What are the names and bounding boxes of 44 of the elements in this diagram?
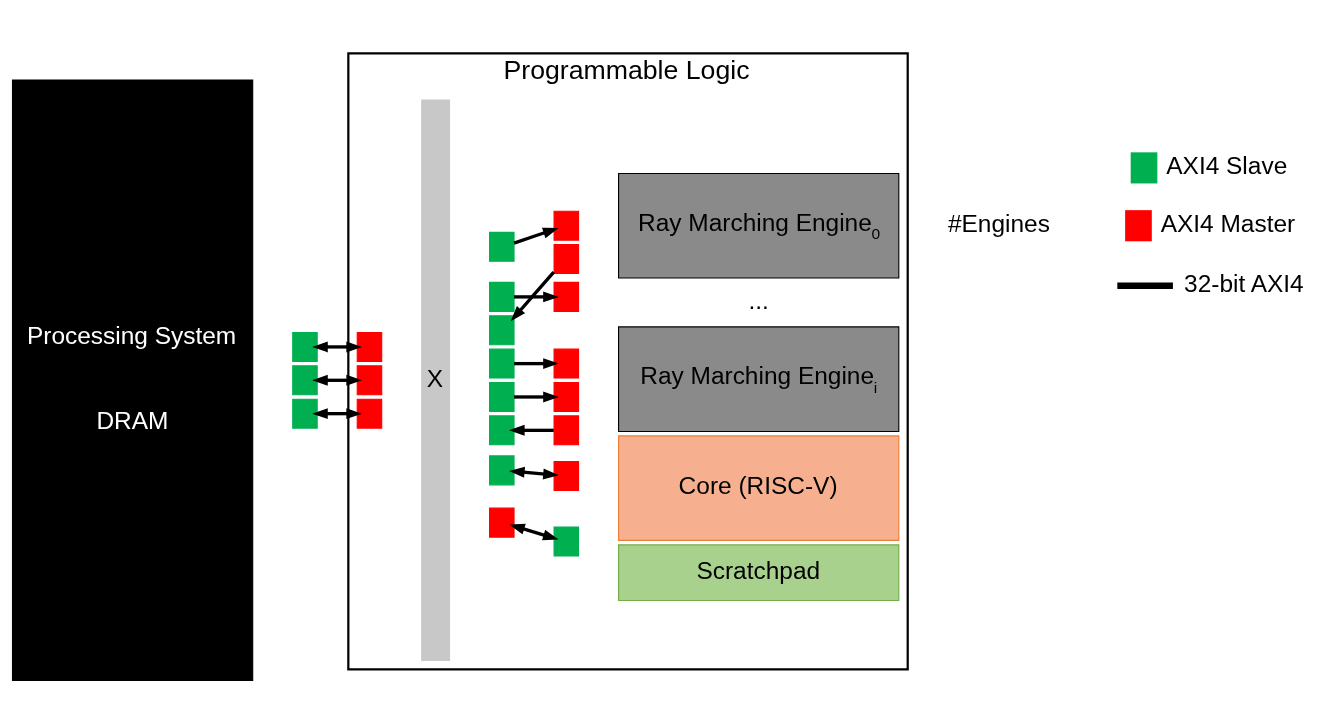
arrow xyxy=(312,340,362,352)
node-box: Scratchpad xyxy=(618,543,900,601)
node-box xyxy=(489,454,515,485)
node-box: X xyxy=(421,99,451,661)
arrow xyxy=(509,424,554,436)
node-box xyxy=(553,281,580,312)
arrow xyxy=(514,290,559,302)
node-box xyxy=(553,526,580,557)
label: ... xyxy=(748,286,769,314)
arrow xyxy=(514,391,559,402)
arrow xyxy=(510,270,555,321)
arrow xyxy=(509,466,559,479)
arrow xyxy=(312,374,362,386)
node-box xyxy=(489,507,515,538)
node-box xyxy=(292,331,318,362)
node-box xyxy=(292,364,318,395)
node-box xyxy=(489,314,515,345)
label: #Engines xyxy=(947,209,1050,237)
arrow xyxy=(312,407,362,419)
node-box xyxy=(553,460,580,491)
node-box xyxy=(489,231,515,262)
node-box xyxy=(553,348,580,379)
node-box: Core (RISC-V) xyxy=(618,434,900,541)
legend-label: AXI4 Slave xyxy=(1166,151,1288,179)
node-box: Ray Marching Engine$_{i}$ xyxy=(618,325,900,432)
node-box xyxy=(356,364,383,395)
node-box xyxy=(356,331,383,362)
node-box xyxy=(489,414,515,445)
node-box xyxy=(553,210,580,241)
arrow xyxy=(509,523,559,540)
node-box: Ray Marching Engine$_{0}$ xyxy=(618,172,900,279)
node-box xyxy=(489,281,515,312)
node-box xyxy=(356,398,383,429)
legend-label: AXI4 Master xyxy=(1160,209,1296,237)
node-box xyxy=(489,348,515,379)
node-box xyxy=(489,381,515,412)
node-box xyxy=(553,381,580,412)
node-box xyxy=(292,398,318,429)
arrow xyxy=(514,357,559,369)
node-box xyxy=(553,243,580,274)
arrow xyxy=(513,227,559,245)
node-box xyxy=(553,414,580,445)
legend-label: 32-bit AXI4 xyxy=(1184,269,1304,297)
node-box: Processing System DRAM xyxy=(11,78,254,681)
